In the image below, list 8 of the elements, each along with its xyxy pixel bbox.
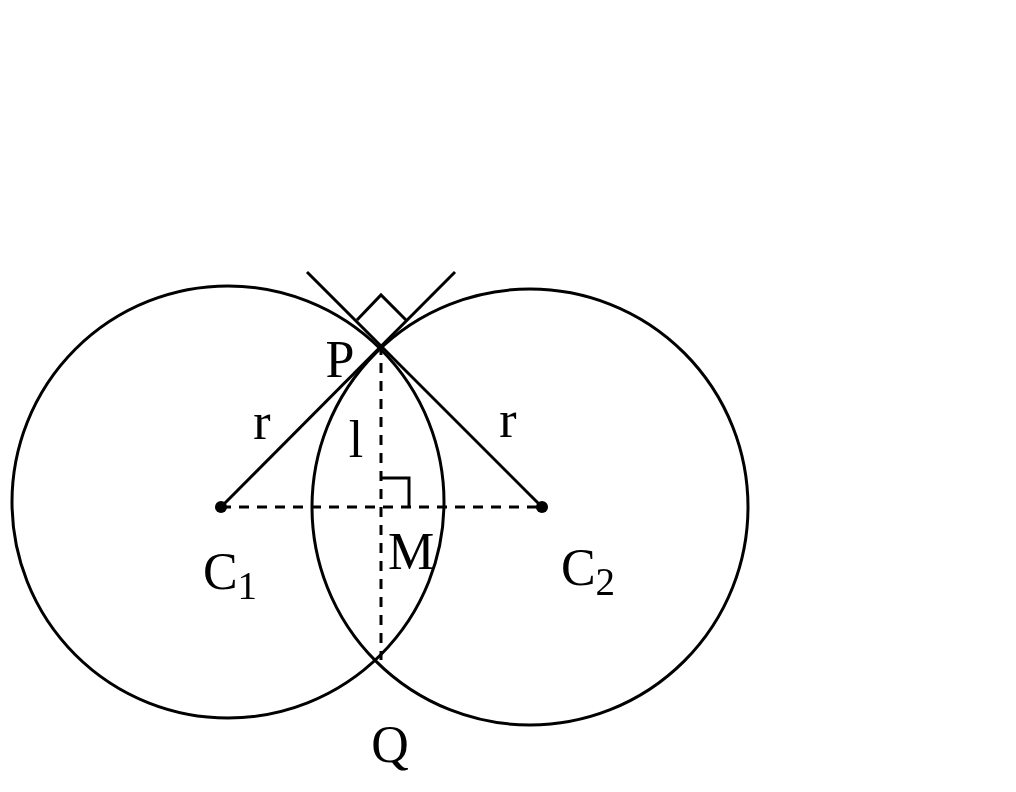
length-label: r: [499, 394, 517, 446]
length-label: r: [253, 396, 271, 448]
point-label: C$_{2}$: [560, 542, 616, 594]
point-label: M: [387, 526, 435, 578]
point-label: P: [325, 334, 355, 386]
point-label: C$_{1}$: [202, 546, 258, 598]
point-label: Q: [371, 719, 409, 771]
length-label: l: [348, 414, 364, 466]
